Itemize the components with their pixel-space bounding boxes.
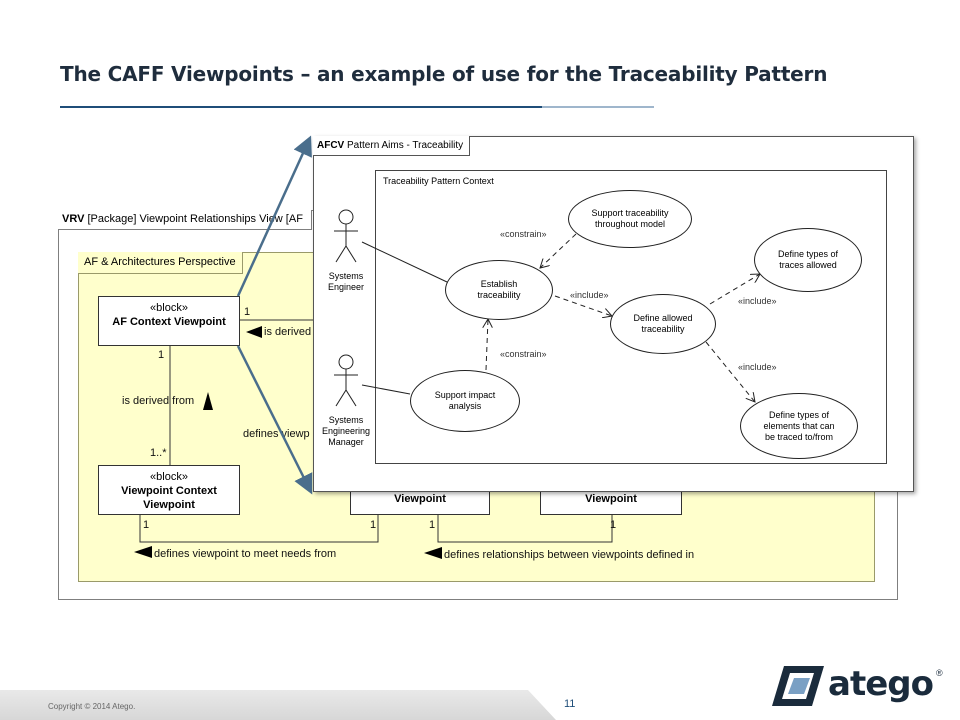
- constrain-dependency-1: [540, 233, 577, 268]
- actor-systems-engineer-icon: [334, 209, 358, 263]
- block-stereotype: «block»: [150, 471, 188, 483]
- atego-logo-icon: [772, 666, 824, 706]
- actor-systems-engineering-manager-icon: [334, 354, 358, 407]
- defines-relationships-label: defines relationships between viewpoints…: [444, 549, 695, 561]
- vrv-frame-title: [Package] Viewpoint Relationships View […: [87, 213, 303, 225]
- actor-name-line: Engineer: [327, 282, 365, 292]
- copyright-text: Copyright © 2014 Atego.: [48, 702, 136, 711]
- block-name: AF Context Viewpoint: [112, 316, 226, 328]
- direction-arrow-up-icon: [203, 392, 213, 410]
- vrv-frame-prefix: VRV: [62, 213, 85, 225]
- include-stereotype-label: «include»: [738, 362, 777, 372]
- usecase-support-traceability[interactable]: Support traceability throughout model: [568, 190, 692, 248]
- callout-arrow-down: [236, 345, 313, 495]
- constrain-dependency-2: [486, 319, 488, 371]
- multiplicity-label: 1: [370, 519, 377, 531]
- afcv-frame-title: Pattern Aims - Traceability: [347, 140, 464, 151]
- usecase-define-element-types[interactable]: Define types of elements that can be tra…: [740, 393, 858, 459]
- title-underline-light: [542, 106, 654, 108]
- block-name: Viewpoint: [394, 493, 446, 505]
- afcv-frame-prefix: AFCV: [317, 140, 345, 151]
- multiplicity-label: 1: [244, 306, 251, 318]
- slide-title: The CAFF Viewpoints – an example of use …: [60, 62, 828, 86]
- multiplicity-label: 1: [143, 519, 150, 531]
- actor-name-line: Manager: [328, 437, 364, 447]
- perspective-label: AF & Architectures Perspective: [78, 252, 243, 274]
- direction-arrow-left-icon: [424, 547, 442, 559]
- actor-name-line: Engineering: [321, 426, 371, 436]
- callout-arrow-up: [236, 135, 312, 297]
- direction-arrow-left-icon: [134, 546, 152, 558]
- actor-systems-engineering-manager-label: Systems Engineering Manager: [316, 415, 376, 448]
- actor-name-line: Systems: [328, 271, 364, 281]
- registered-mark: ®: [936, 668, 943, 678]
- vrv-defines-viewpoint-line: [139, 515, 379, 543]
- multiplicity-label: 1: [429, 519, 436, 531]
- defines-viewpoint-partial-label: defines viewp: [243, 428, 310, 440]
- actor-name-line: Systems: [328, 415, 364, 425]
- block-af-context-viewpoint[interactable]: «block» AF Context Viewpoint: [98, 296, 240, 346]
- page-number: 11: [564, 698, 576, 710]
- include-dependency-1: [554, 295, 612, 316]
- vrv-defines-relationships-line: [437, 515, 613, 543]
- block-viewpoint-context-viewpoint[interactable]: «block» Viewpoint Context Viewpoint: [98, 465, 240, 515]
- block-name: Viewpoint Context Viewpoint: [121, 485, 217, 511]
- is-derived-label: is derived: [264, 326, 312, 338]
- title-underline: [60, 106, 542, 108]
- include-dependency-2: [709, 274, 760, 305]
- multiplicity-label: 1..*: [150, 447, 167, 459]
- actor-systems-engineer-label: Systems Engineer: [316, 271, 376, 293]
- association-manager: [361, 384, 411, 395]
- usecase-define-allowed-traceability[interactable]: Define allowed traceability: [610, 294, 716, 354]
- include-dependency-3: [705, 341, 755, 402]
- vrv-frame-label: VRV [Package] Viewpoint Relationships Vi…: [58, 210, 312, 230]
- association-engineer: [361, 241, 448, 283]
- defines-viewpoint-label: defines viewpoint to meet needs from: [154, 548, 337, 560]
- include-stereotype-label: «include»: [570, 290, 609, 300]
- atego-logo-text: atego: [828, 664, 934, 704]
- context-label: Traceability Pattern Context: [383, 176, 494, 186]
- direction-arrow-left-icon: [246, 326, 262, 338]
- block-name: Viewpoint: [585, 493, 637, 505]
- usecase-support-impact-analysis[interactable]: Support impact analysis: [410, 370, 520, 432]
- block-stereotype: «block»: [150, 302, 188, 314]
- usecase-establish-traceability[interactable]: Establish traceability: [445, 260, 553, 320]
- usecase-define-trace-types[interactable]: Define types of traces allowed: [754, 228, 862, 292]
- footer-wedge: [528, 690, 960, 720]
- multiplicity-label: 1: [610, 519, 617, 531]
- is-derived-from-label: is derived from: [122, 395, 195, 407]
- constrain-stereotype-label: «constrain»: [500, 349, 547, 359]
- multiplicity-label: 1: [158, 349, 165, 361]
- include-stereotype-label: «include»: [738, 296, 777, 306]
- afcv-frame-label: AFCV Pattern Aims - Traceability: [313, 136, 471, 156]
- constrain-stereotype-label: «constrain»: [500, 229, 547, 239]
